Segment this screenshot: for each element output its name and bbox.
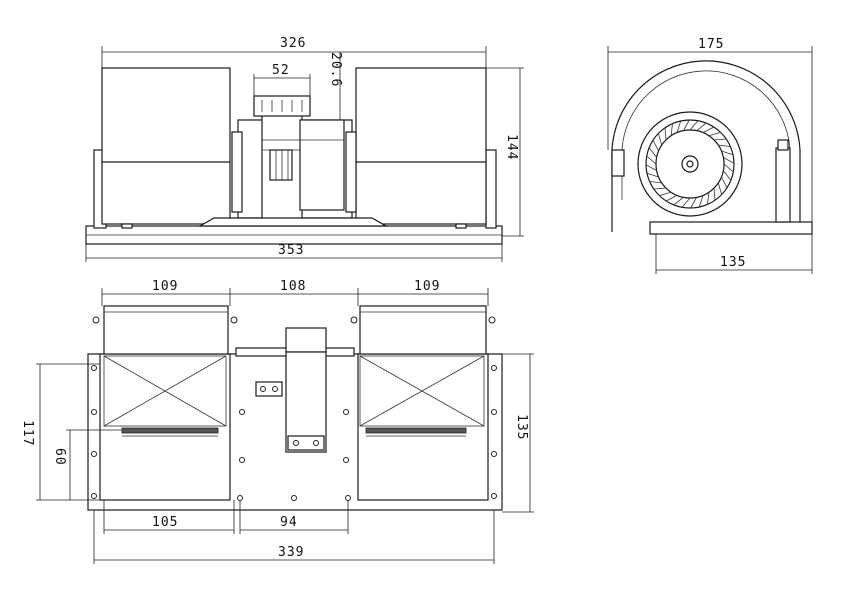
front-offset-dimension: 20.6 bbox=[328, 52, 343, 120]
svg-text:60: 60 bbox=[52, 448, 67, 466]
fan-blade bbox=[646, 172, 659, 178]
top-inner-depth-dimension: 60 bbox=[52, 429, 122, 500]
fan-blade bbox=[707, 192, 710, 205]
svg-text:326: 326 bbox=[280, 36, 306, 51]
fan-blade bbox=[698, 195, 704, 208]
svg-text:52: 52 bbox=[272, 63, 290, 78]
side-base-dimension: 135 bbox=[655, 234, 813, 274]
fan-blade bbox=[721, 176, 728, 188]
fan-blade bbox=[666, 195, 678, 202]
fan-blade bbox=[648, 147, 658, 158]
fan-blade bbox=[713, 187, 716, 201]
svg-text:20.6: 20.6 bbox=[328, 52, 343, 87]
fan-blade bbox=[652, 140, 659, 152]
top-view: 109 108 109 117 60 135 105 bbox=[20, 279, 534, 564]
fan-blade bbox=[689, 120, 699, 131]
svg-text:144: 144 bbox=[504, 134, 519, 160]
top-bottom-dimensions: 105 94 bbox=[103, 500, 349, 534]
svg-text:109: 109 bbox=[414, 279, 440, 294]
front-view: 326 52 20.6 144 353 bbox=[85, 36, 524, 262]
svg-text:109: 109 bbox=[152, 279, 178, 294]
svg-text:135: 135 bbox=[720, 255, 746, 270]
fan-blade bbox=[649, 181, 662, 184]
svg-text:353: 353 bbox=[278, 243, 304, 258]
svg-text:135: 135 bbox=[514, 414, 529, 440]
side-view: 175 135 bbox=[607, 37, 813, 274]
fan-blade bbox=[696, 122, 707, 132]
fan-blade bbox=[664, 127, 667, 141]
svg-text:175: 175 bbox=[698, 37, 724, 52]
fan-blade bbox=[670, 123, 673, 136]
fan-blade bbox=[683, 119, 690, 131]
svg-text:105: 105 bbox=[152, 515, 178, 530]
top-outer-depth-dimension: 117 bbox=[20, 363, 100, 501]
top-right-depth-dimension: 135 bbox=[502, 353, 534, 513]
fan-blade bbox=[723, 163, 734, 173]
fan-blade bbox=[646, 155, 657, 165]
svg-text:339: 339 bbox=[278, 545, 304, 560]
fan-blade bbox=[708, 132, 721, 137]
fan-blades bbox=[645, 119, 735, 209]
side-width-dimension: 175 bbox=[607, 37, 813, 222]
fan-blade bbox=[658, 133, 663, 146]
top-section-dimensions: 109 108 109 bbox=[101, 279, 489, 306]
svg-text:94: 94 bbox=[280, 515, 298, 530]
fan-blade bbox=[676, 120, 682, 133]
fan-blade bbox=[717, 182, 722, 195]
fan-blade bbox=[673, 196, 684, 206]
front-base-dimension: 353 bbox=[85, 243, 503, 262]
fan-blade bbox=[718, 144, 731, 147]
front-width-dimension: 326 bbox=[101, 36, 487, 68]
svg-text:108: 108 bbox=[280, 279, 306, 294]
fan-blade bbox=[690, 197, 697, 209]
top-overall-dimension: 339 bbox=[93, 510, 495, 564]
fan-blade bbox=[722, 170, 732, 181]
fan-blade bbox=[659, 191, 672, 196]
fan-blade bbox=[713, 138, 727, 141]
svg-text:117: 117 bbox=[20, 420, 35, 446]
front-motor-width-dimension: 52 bbox=[253, 63, 311, 96]
fan-blade bbox=[723, 157, 735, 164]
fan-blade bbox=[653, 187, 667, 190]
fan-blade bbox=[721, 150, 734, 156]
fan-blade bbox=[681, 197, 691, 208]
front-height-dimension: 144 bbox=[486, 67, 524, 237]
fan-blade bbox=[702, 126, 714, 133]
fan-blade bbox=[645, 164, 657, 171]
